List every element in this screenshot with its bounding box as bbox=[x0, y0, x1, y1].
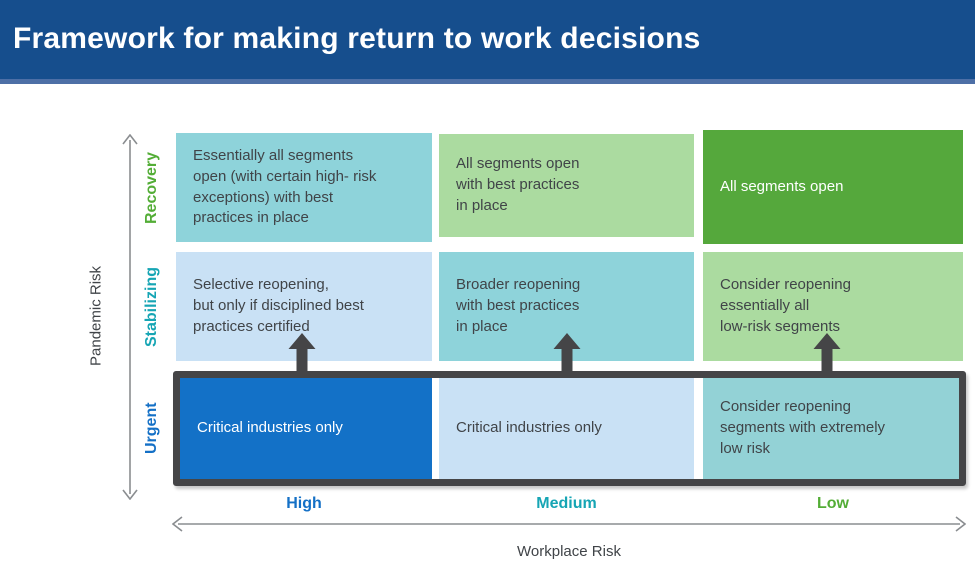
y-level-recovery: Recovery bbox=[143, 151, 160, 225]
cell-urgent-low: Consider reopening segments with extreme… bbox=[703, 378, 959, 479]
cell-recovery-medium: All segments open with best practices in… bbox=[439, 134, 694, 237]
y-level-stabilizing: Stabilizing bbox=[143, 267, 160, 347]
cell-text: Consider reopening segments with extreme… bbox=[720, 398, 886, 457]
cell-recovery-high: Essentially all segments open (with cert… bbox=[176, 133, 432, 242]
cell-text: Essentially all segments open (with cert… bbox=[193, 147, 377, 227]
cell-text: All segments open with best practices in… bbox=[456, 155, 580, 214]
cell-text: Consider reopening essentially all low-r… bbox=[720, 276, 851, 335]
y-level-urgent: Urgent bbox=[143, 402, 160, 455]
y-axis-title: Pandemic Risk bbox=[87, 265, 105, 367]
vertical-double-arrow-icon bbox=[122, 134, 138, 500]
cell-urgent-high: Critical industries only bbox=[180, 378, 432, 479]
title-bar: Framework for making return to work deci… bbox=[0, 0, 975, 84]
up-arrow-icon bbox=[288, 333, 316, 375]
cell-text: Critical industries only bbox=[197, 419, 343, 437]
cell-text: Critical industries only bbox=[456, 419, 602, 437]
x-level-high: High bbox=[286, 495, 322, 512]
up-arrow-icon bbox=[553, 333, 581, 375]
x-level-low: Low bbox=[817, 495, 849, 512]
up-arrow-icon bbox=[813, 333, 841, 375]
x-level-medium: Medium bbox=[536, 495, 597, 512]
x-axis-title: Workplace Risk bbox=[517, 543, 621, 560]
horizontal-double-arrow-icon bbox=[172, 516, 966, 532]
page-title: Framework for making return to work deci… bbox=[13, 22, 701, 55]
cell-text: Selective reopening, but only if discipl… bbox=[193, 276, 364, 335]
cell-text: Broader reopening with best practices in… bbox=[456, 276, 581, 335]
cell-text: All segments open bbox=[720, 177, 844, 195]
cell-urgent-medium: Critical industries only bbox=[439, 378, 694, 479]
cell-stabilizing-high: Selective reopening, but only if discipl… bbox=[176, 252, 432, 361]
cell-recovery-low: All segments open bbox=[703, 130, 963, 244]
